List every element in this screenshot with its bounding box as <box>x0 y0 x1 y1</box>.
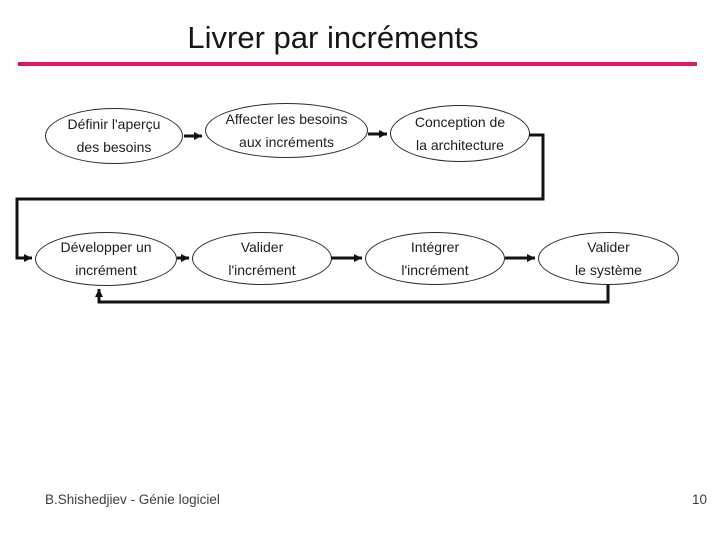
node-label-line2: l'incrément <box>401 261 469 278</box>
node-label-line2: le système <box>575 261 642 278</box>
node-label-line1: Valider <box>587 238 630 255</box>
node-label-line1: Valider <box>240 238 284 255</box>
node-definir-apercu: Définir l'aperçu des besoins <box>45 108 183 164</box>
page-title: Livrer par incréments <box>187 20 479 55</box>
node-label-line2: la architecture <box>416 136 504 153</box>
node-developper-increment: Développer un incrément <box>35 232 177 286</box>
footer-author: B.Shishedjiev - Génie logiciel <box>45 492 220 507</box>
node-label-line1: Intégrer <box>410 238 460 255</box>
node-label-line2: l'incrément <box>228 261 296 278</box>
node-valider-systeme: Valider le système <box>538 232 679 285</box>
footer-page-number: 10 <box>691 492 707 507</box>
node-label-line1: Affecter les besoins <box>225 110 348 127</box>
connector-feedback-loop <box>95 284 610 304</box>
node-label-line1: Développer un <box>60 239 152 255</box>
node-affecter-besoins: Affecter les besoins aux incréments <box>205 103 368 158</box>
title-underline <box>18 62 697 66</box>
node-label-line1: Conception de <box>414 113 506 130</box>
node-label-line2: aux incréments <box>239 133 334 150</box>
node-conception-architecture: Conception de la architecture <box>390 105 530 162</box>
node-label-line2: incrément <box>75 262 137 278</box>
node-label-line2: des besoins <box>76 139 152 155</box>
node-valider-increment: Valider l'incrément <box>192 232 332 285</box>
node-label-line1: Définir l'aperçu <box>67 116 161 132</box>
node-integrer-increment: Intégrer l'incrément <box>365 232 505 285</box>
